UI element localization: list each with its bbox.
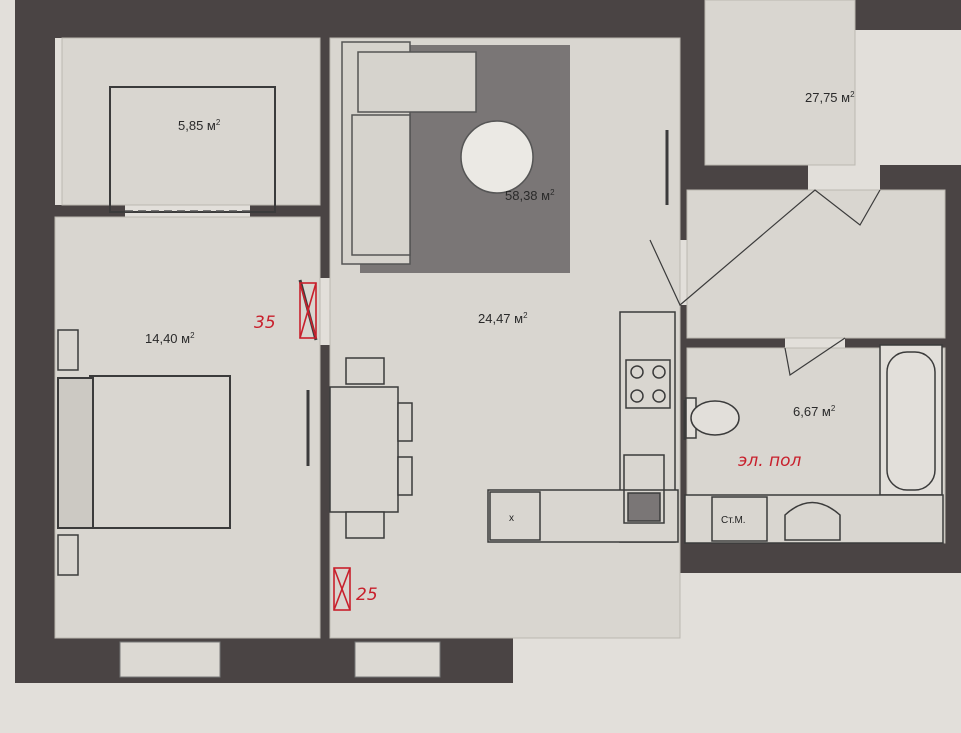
bathroom-area: 6,67 м2 xyxy=(793,404,836,419)
window-hall xyxy=(354,641,441,678)
closet-wardrobe xyxy=(109,86,276,213)
door-marker-entrance xyxy=(333,567,351,611)
toilet xyxy=(685,397,740,439)
bathtub xyxy=(879,344,943,496)
washer-label: Ст.М. xyxy=(721,515,746,526)
coffee-table xyxy=(460,120,534,194)
bedroom-area: 14,40 м2 xyxy=(145,331,195,346)
bathroom-note: эл. пол xyxy=(738,451,802,471)
window-bedroom xyxy=(119,641,221,678)
closet-area: 5,85 м2 xyxy=(178,118,221,133)
bathroom-counter xyxy=(684,494,944,544)
hall-area: 24,47 м2 xyxy=(478,311,528,326)
fridge-mark: x xyxy=(509,513,514,524)
dining-table xyxy=(329,357,413,539)
neighbor-area: 27,75 м2 xyxy=(805,90,855,105)
kitchen-sink xyxy=(623,454,665,524)
sofa xyxy=(341,41,477,265)
door-marker-bedroom xyxy=(299,282,317,339)
door-width-entrance: 25 xyxy=(356,585,378,605)
stove xyxy=(625,359,671,409)
living-area: 58,38 м2 xyxy=(505,188,555,203)
door-swings xyxy=(649,189,881,377)
door-width-bedroom: 35 xyxy=(254,313,276,333)
bed xyxy=(57,329,231,576)
